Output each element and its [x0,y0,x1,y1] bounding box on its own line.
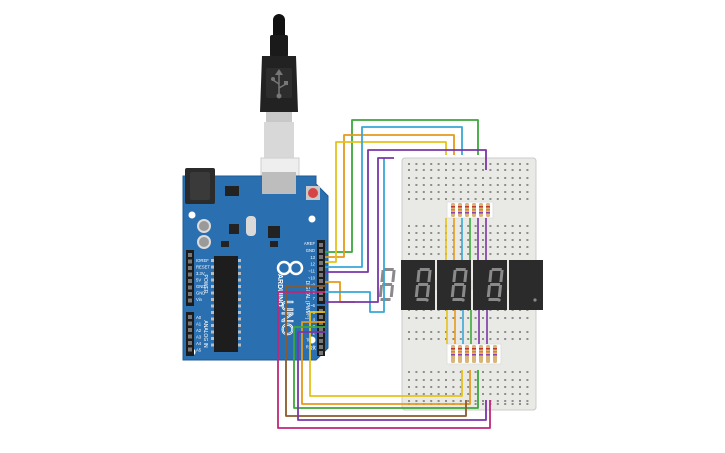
pin-label: A1 [196,322,202,327]
resistor-array-top [446,201,494,219]
pin-label: ~10 [308,276,316,281]
pin-label: A2 [196,328,202,333]
pin-label: GND [306,248,315,253]
pin-label: ~9 [310,282,315,287]
pin-label: RESET [196,265,210,270]
pin-label: GND [196,284,205,289]
pin-label: ~11 [308,269,315,274]
pin-label: 2 [313,331,316,336]
pin-label: A0 [196,315,202,320]
pin-label: 7 [313,296,316,301]
pin-label: IOREF [196,258,209,263]
reset-button-icon[interactable] [306,186,320,200]
wire-blue-top [325,126,463,268]
pin-label: A5 [196,348,202,353]
breadboard-holes[interactable] [408,163,529,405]
pin-label: TX 1 [306,338,316,343]
wire-blue-mid [325,158,385,313]
power-header[interactable] [186,250,194,306]
pin-label: A4 [196,341,202,346]
wire-orange-low [301,321,471,405]
seven-segment-display-group: 8.8.8.8. [378,260,543,310]
breadboard-jumpers[interactable] [445,218,488,344]
resistor-array-bottom [446,343,502,365]
wire-pink [277,291,491,429]
capacitor [197,219,211,249]
pin-label: 3.3V [196,271,205,276]
wire-purple-low [297,331,487,421]
pin-label: 4 [313,317,316,322]
infinity-logo-icon [276,260,304,276]
rx-label: RX [309,346,317,352]
pin-label: ~6 [310,303,315,308]
wires[interactable] [277,119,491,429]
wire-brown [285,285,467,417]
analog-label: ANALOG IN [202,320,208,348]
wire-orange [325,134,455,258]
pin-label: AREF [304,241,316,246]
pin-label: 12 [310,262,315,267]
usb-plug-icon [271,69,288,99]
wire-purple-top [325,149,487,273]
wire-yellow-low [309,311,463,397]
atmega-chip [214,256,238,352]
analog-header[interactable] [186,312,194,356]
usb-cable[interactable] [260,14,300,199]
wire-purple-mid [325,157,394,303]
brand-label: ARDUINO [276,274,283,307]
wire-yellow [325,141,447,263]
pin-label: 5V [196,278,201,283]
wire-green-low [293,326,479,409]
seven-segment-digit-4: 8. [486,260,543,310]
pin-label: GND [196,291,205,296]
pin-label: 13 [310,255,315,260]
digital-label: DIGITAL (PWM~) [304,281,310,320]
digital-header-upper[interactable] [317,240,325,304]
usb-socket [262,172,296,194]
pin-label: Vin [196,297,203,302]
pin-label: A3 [196,335,202,340]
wire-green [325,119,479,253]
power-label: POWER [202,275,208,294]
tx-label: TX [309,338,316,344]
